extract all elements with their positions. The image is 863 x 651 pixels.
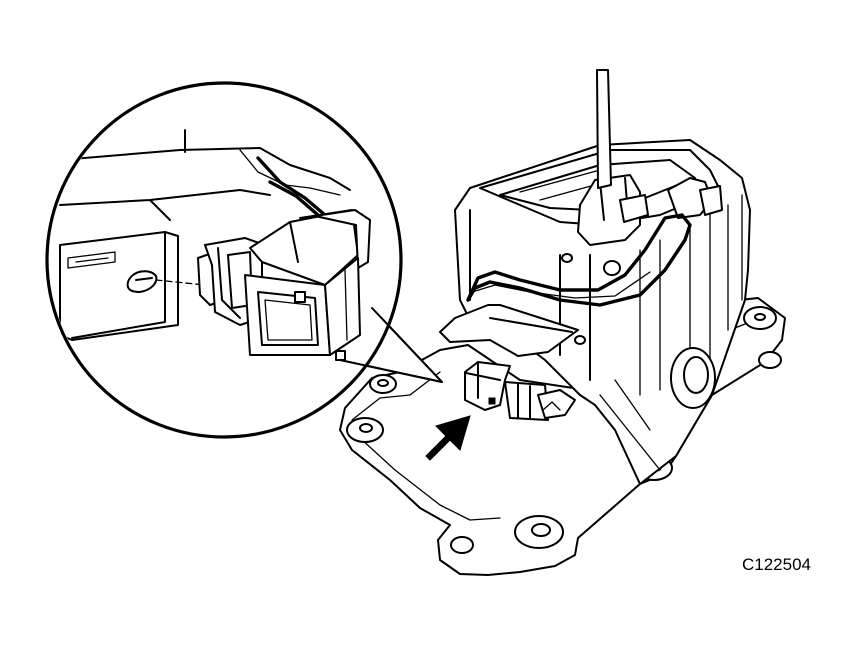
mount-hole-corner — [450, 536, 474, 554]
mount-hole-rear-left — [369, 374, 397, 394]
mount-hole-rear-right — [743, 306, 777, 330]
pointing-arrow — [425, 415, 471, 461]
wiring-harness — [466, 213, 692, 307]
shift-lever-assembly — [339, 69, 786, 576]
mount-hole-left — [346, 417, 384, 443]
figure-code: C122504 — [742, 555, 812, 574]
connector-assembly — [464, 361, 576, 421]
shift-lever-shaft — [596, 69, 612, 189]
mount-hole-front — [514, 515, 564, 549]
detail-callout — [45, 81, 443, 439]
connector-magnified — [197, 209, 371, 361]
mount-hole-side-right — [758, 351, 782, 369]
mating-receptacle — [59, 231, 206, 341]
